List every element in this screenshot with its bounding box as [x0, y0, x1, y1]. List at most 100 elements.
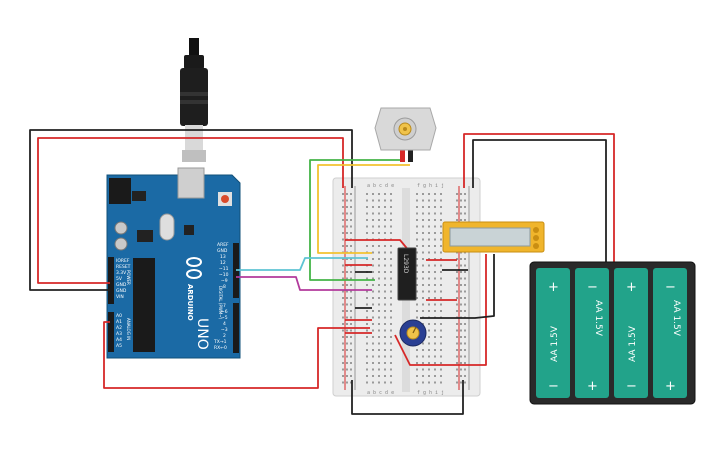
wire-battery-plus[interactable] [463, 133, 615, 262]
breadboard-hole [350, 232, 352, 234]
breadboard-hole [464, 193, 466, 195]
wire-motor-b[interactable] [317, 164, 410, 254]
breadboard-hole [342, 310, 344, 312]
breadboard-hole [342, 323, 344, 325]
breadboard-hole [346, 355, 348, 358]
breadboard-hole [350, 336, 352, 338]
breadboard-hole [346, 193, 348, 195]
breadboard-hole [384, 342, 386, 345]
breadboard-hole [342, 277, 344, 280]
breadboard-hole [464, 323, 466, 325]
breadboard-hole [422, 264, 424, 267]
breadboard-hole [422, 271, 424, 273]
breadboard-hole [372, 225, 374, 228]
breadboard-hole [372, 193, 374, 195]
breadboard-hole [366, 199, 368, 202]
pin-aref: AREF [217, 242, 229, 248]
wire-pin-10[interactable] [236, 276, 372, 291]
breadboard-hole [342, 290, 344, 293]
breadboard-hole [422, 225, 424, 228]
battery-pack[interactable] [529, 261, 696, 405]
breadboard-hole [456, 193, 458, 195]
breadboard-hole [428, 238, 430, 241]
breadboard-hole [372, 303, 374, 306]
battery-cell-1-plus: + [548, 280, 559, 295]
breadboard-hole [372, 251, 374, 254]
arduino-uno-board[interactable] [106, 167, 241, 359]
breadboard-hole [416, 264, 418, 267]
breadboard-hole [464, 349, 466, 351]
breadboard-hole [350, 277, 352, 280]
breadboard-hole [440, 349, 442, 351]
breadboard-hole [346, 342, 348, 345]
wire-battery-minus[interactable] [472, 139, 607, 262]
breadboard-cols-right-top: f g h i j [417, 183, 444, 189]
breadboard-hole [422, 303, 424, 306]
breadboard-hole [456, 355, 458, 358]
wire-motor-a[interactable] [309, 159, 405, 281]
breadboard-hole [460, 336, 462, 338]
breadboard-hole [378, 381, 380, 384]
breadboard-hole [350, 290, 352, 293]
battery-cell-2-minus: − [587, 280, 598, 295]
breadboard-hole [422, 258, 424, 260]
wire-bottom-gnd[interactable] [351, 380, 464, 415]
wire-pot-black[interactable] [420, 254, 495, 319]
lcd-display-icon[interactable] [442, 221, 545, 253]
breadboard-hole [464, 199, 466, 202]
breadboard-hole [456, 323, 458, 325]
breadboard-hole [434, 245, 436, 247]
wire-pot-red[interactable] [394, 254, 487, 366]
breadboard-hole [378, 349, 380, 351]
breadboard-hole [428, 297, 430, 299]
breadboard-hole [378, 199, 380, 202]
usb-plug-icon[interactable] [180, 38, 208, 162]
breadboard-hole [464, 258, 466, 260]
breadboard-hole [378, 290, 380, 293]
breadboard-hole [378, 219, 380, 221]
breadboard-hole [372, 219, 374, 221]
breadboard-hole [384, 290, 386, 293]
breadboard-hole [350, 342, 352, 345]
breadboard-hole [350, 193, 352, 195]
wire-analog[interactable] [103, 321, 370, 389]
l293d-chip[interactable] [397, 247, 417, 301]
breadboard-hole [456, 310, 458, 312]
breadboard-hole [416, 310, 418, 312]
wire-gnd[interactable] [29, 129, 353, 291]
breadboard-hole [416, 290, 418, 293]
breadboard-hole [342, 375, 344, 377]
breadboard-hole [378, 297, 380, 299]
breadboard-hole [346, 381, 348, 384]
pin-a1: A1 [116, 319, 122, 325]
breadboard-hole [342, 297, 344, 299]
breadboard-hole [460, 329, 462, 332]
breadboard-hole [422, 245, 424, 247]
wire-5v[interactable] [37, 137, 344, 284]
breadboard-hole [422, 381, 424, 384]
breadboard-hole [464, 355, 466, 358]
breadboard-hole [366, 349, 368, 351]
arduino-digital-label: DIGITAL (PWM~) [218, 286, 223, 320]
breadboard-hole [372, 206, 374, 208]
breadboard-hole [366, 258, 368, 260]
potentiometer-icon[interactable] [399, 319, 427, 347]
chip-label: L293D [402, 254, 409, 274]
breadboard-hole [456, 336, 458, 338]
dc-motor-icon[interactable] [374, 107, 437, 162]
breadboard-hole [350, 362, 352, 364]
breadboard-hole [390, 303, 392, 306]
arduino-logo-icon [186, 257, 202, 279]
breadboard-hole [464, 310, 466, 312]
breadboard-hole [342, 258, 344, 260]
pin-ioref: IOREF [116, 258, 130, 264]
wire-pin-11[interactable] [236, 257, 368, 271]
breadboard-hole [464, 368, 466, 371]
breadboard-hole [434, 251, 436, 254]
breadboard-hole [434, 258, 436, 260]
breadboard-hole [350, 245, 352, 247]
breadboard-hole [346, 362, 348, 364]
breadboard-hole [416, 355, 418, 358]
breadboard-hole [422, 368, 424, 371]
breadboard-hole [350, 206, 352, 208]
